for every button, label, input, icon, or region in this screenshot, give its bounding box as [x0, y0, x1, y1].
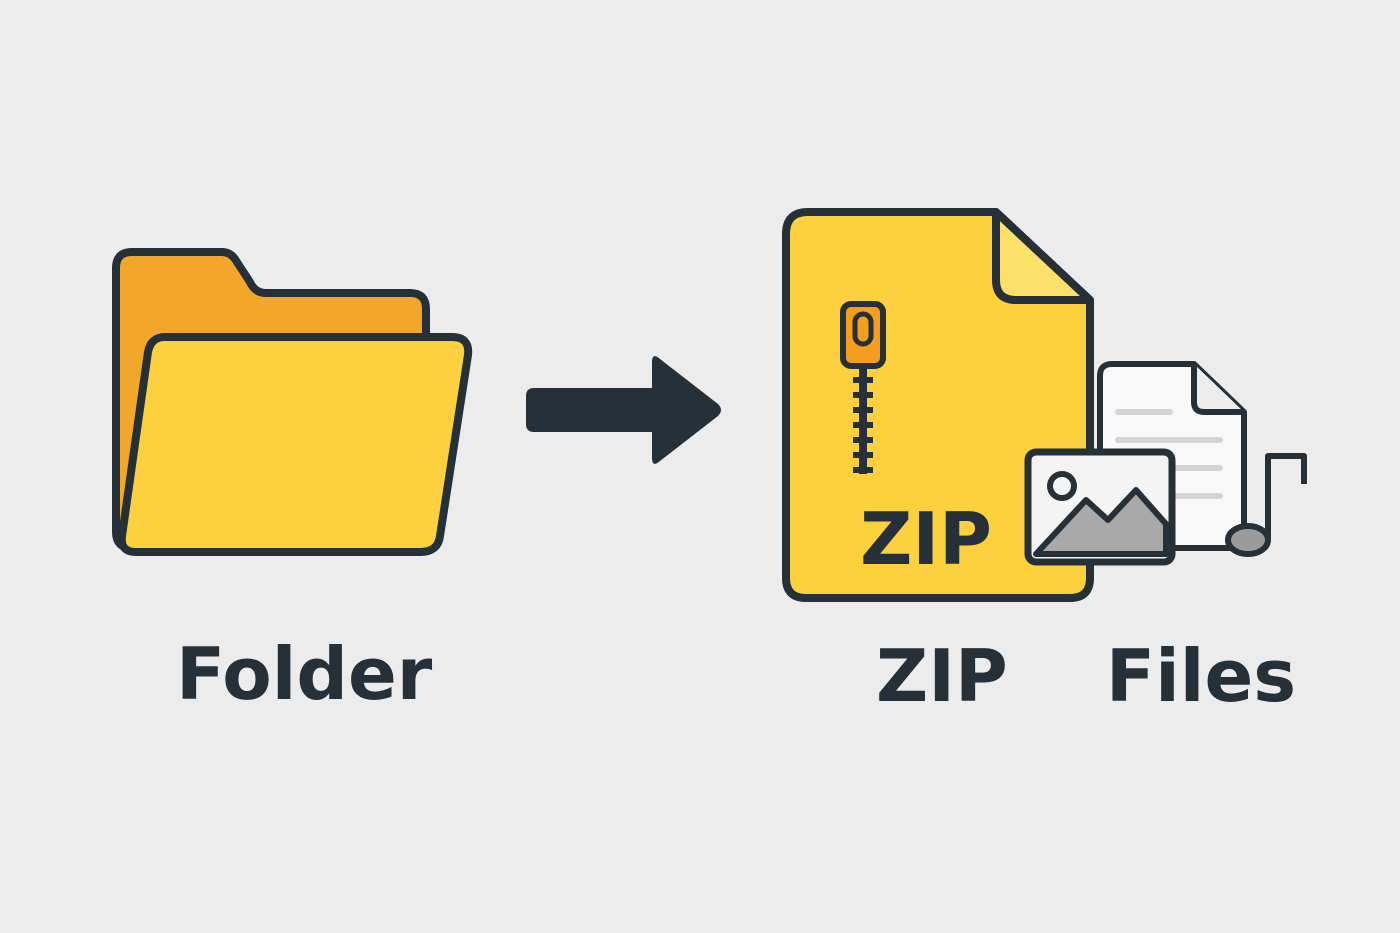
zip-files-label-part1: ZIP	[876, 634, 1008, 718]
image-icon	[1024, 448, 1176, 566]
folder-icon	[112, 248, 473, 556]
zipper-icon	[840, 301, 886, 474]
arrow-right-icon	[526, 356, 721, 464]
zip-file-fold	[992, 208, 1094, 304]
zip-badge-text: ZIP	[860, 497, 992, 581]
folder-label: Folder	[176, 632, 433, 716]
zip-files-label: ZIP Files	[876, 640, 1296, 712]
zip-file-icon: ZIP	[782, 208, 1094, 602]
folder-front-panel	[117, 333, 473, 556]
zip-files-label-part2: Files	[1105, 634, 1297, 718]
music-note-icon	[1225, 453, 1307, 557]
